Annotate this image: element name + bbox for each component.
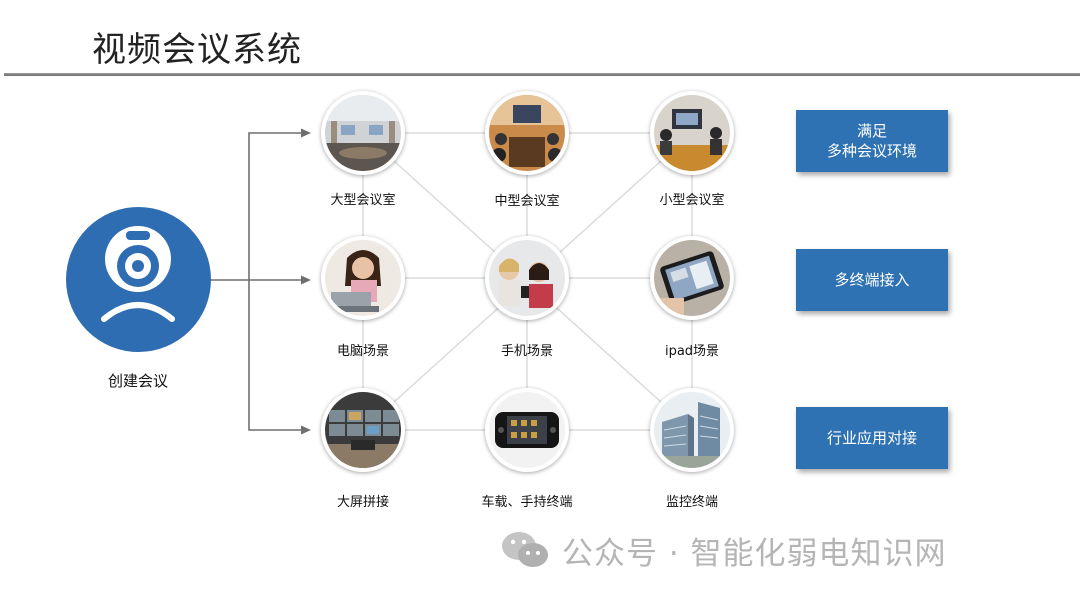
tag-line: 多种会议环境 [827, 141, 917, 161]
node-label: 电脑场景 [293, 340, 433, 359]
node-computer-scene[interactable] [321, 236, 405, 320]
arrowhead-mid [301, 276, 311, 285]
node-label: 大屏拼接 [293, 491, 433, 510]
node-label: 监控终端 [622, 491, 762, 510]
handheld-terminal-photo [489, 392, 565, 468]
webcam-icon [66, 207, 211, 352]
node-ipad-scene[interactable] [650, 236, 734, 320]
node-handheld-terminal[interactable] [485, 388, 569, 472]
node-label: 手机场景 [457, 340, 597, 359]
node-video-wall[interactable] [321, 388, 405, 472]
watermark: 公众号 · 智能化弱电知识网 [500, 528, 947, 572]
node-label: 车载、手持终端 [457, 491, 597, 510]
phone-users-photo [489, 240, 565, 316]
tag-line: 满足 [827, 121, 917, 141]
small-meeting-room-photo [654, 95, 730, 171]
node-phone-scene[interactable] [485, 236, 569, 320]
node-large-meeting-room[interactable] [321, 91, 405, 175]
create-meeting-hub[interactable] [66, 207, 211, 352]
office-building-photo [654, 392, 730, 468]
node-small-meeting-room[interactable] [650, 91, 734, 175]
tag-industry-apps: 行业应用对接 [796, 407, 948, 469]
laptop-user-photo [325, 240, 401, 316]
wechat-icon [500, 529, 550, 571]
tablet-photo [654, 240, 730, 316]
node-monitoring-terminal[interactable] [650, 388, 734, 472]
tag-meeting-environments: 满足 多种会议环境 [796, 110, 948, 172]
watermark-text: 公众号 · 智能化弱电知识网 [562, 528, 947, 573]
node-medium-meeting-room[interactable] [485, 91, 569, 175]
video-wall-photo [325, 392, 401, 468]
node-label: ipad场景 [622, 340, 762, 359]
arrowhead-bottom [301, 426, 311, 435]
create-meeting-label: 创建会议 [88, 370, 188, 391]
tag-line: 多终端接入 [834, 270, 909, 290]
node-label: 中型会议室 [457, 190, 597, 209]
tag-line: 行业应用对接 [827, 428, 917, 448]
hub-arrows [211, 133, 303, 430]
node-label: 大型会议室 [293, 189, 433, 208]
arrowhead-top [301, 129, 311, 138]
node-label: 小型会议室 [622, 189, 762, 208]
tag-multi-terminal: 多终端接入 [796, 249, 948, 311]
large-meeting-room-photo [325, 95, 401, 171]
medium-meeting-room-photo [489, 95, 565, 171]
